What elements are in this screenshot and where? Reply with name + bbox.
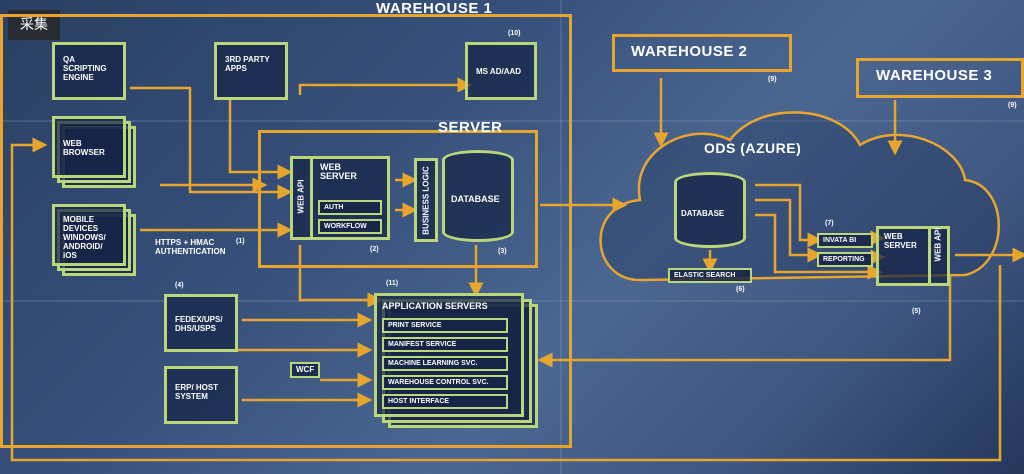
qa-scripting-engine[interactable]: QA SCRIPTING ENGINE	[52, 42, 126, 100]
business-logic-box[interactable]	[414, 158, 438, 242]
web-server-label: WEB SERVER	[320, 162, 357, 181]
warehouse1-group	[0, 14, 572, 448]
third-party-apps[interactable]: 3RD PARTY APPS	[214, 42, 288, 100]
ods-web-api-divider	[928, 226, 931, 286]
ods-web-number: (5)	[912, 308, 921, 315]
carriers-number: (4)	[175, 282, 184, 289]
warehouse3-number: (9)	[1008, 102, 1017, 109]
wcf-label: WCF	[290, 362, 321, 378]
carriers-box[interactable]: FEDEX/UPS/ DHS/USPS	[164, 294, 238, 352]
invata-bi-number: (7)	[825, 220, 834, 227]
ms-ad-box[interactable]: MS AD/AAD	[465, 42, 537, 100]
machine-learning-service[interactable]: MACHINE LEARNING SVC.	[382, 356, 508, 371]
background-shelf-line	[0, 120, 1024, 122]
https-number: (1)	[236, 238, 245, 245]
elastic-search-number: (6)	[736, 286, 745, 293]
ods-web-server-label: WEB SERVER	[884, 232, 917, 250]
warehouse3-box[interactable]	[856, 58, 1024, 98]
server-web-api-label: WEB API	[296, 179, 306, 214]
workflow-module[interactable]: WORKFLOW	[318, 219, 382, 234]
app-servers-number: (11)	[386, 280, 399, 287]
ms-ad-number: (10)	[508, 30, 521, 37]
web-browser-box[interactable]: WEB BROWSER	[52, 116, 126, 178]
database-number: (3)	[498, 248, 507, 255]
invata-bi[interactable]: INVATA BI	[817, 233, 873, 248]
warehouse-control-service[interactable]: WAREHOUSE CONTROL SVC.	[382, 375, 508, 390]
warehouse1-title: WAREHOUSE 1	[376, 0, 493, 17]
ods-database[interactable]: DATABASE	[674, 172, 746, 248]
warehouse3-title: WAREHOUSE 3	[876, 67, 993, 84]
server-group	[258, 130, 538, 268]
manifest-service[interactable]: MANIFEST SERVICE	[382, 337, 508, 352]
reporting[interactable]: REPORTING	[817, 252, 873, 267]
erp-host-box[interactable]: ERP/ HOST SYSTEM	[164, 366, 238, 424]
web-api-divider	[310, 156, 313, 240]
background-shelf-line	[560, 0, 562, 474]
warehouse2-title: WAREHOUSE 2	[631, 43, 748, 60]
ods-web-server[interactable]	[876, 226, 950, 286]
mobile-devices-box[interactable]: MOBILE DEVICES WINDOWS/ ANDROID/ iOS	[52, 204, 126, 266]
business-logic-label: BUSINESS LOGIC	[421, 166, 431, 235]
auth-module[interactable]: AUTH	[318, 200, 382, 215]
app-servers-title: APPLICATION SERVERS	[382, 301, 488, 311]
elastic-search[interactable]: ELASTIC SEARCH	[668, 268, 752, 283]
ods-web-api-label: WEB API	[933, 227, 943, 262]
host-interface[interactable]: HOST INTERFACE	[382, 394, 508, 409]
web-server-number: (2)	[370, 246, 379, 253]
warehouse2-box[interactable]	[612, 34, 792, 72]
ods-title: ODS (AZURE)	[704, 140, 802, 156]
warehouse2-number: (9)	[768, 76, 777, 83]
https-hmac-label: HTTPS + HMAC AUTHENTICATION	[155, 238, 226, 256]
server-database[interactable]: DATABASE	[442, 150, 514, 242]
print-service[interactable]: PRINT SERVICE	[382, 318, 508, 333]
server-title: SERVER	[438, 119, 503, 136]
